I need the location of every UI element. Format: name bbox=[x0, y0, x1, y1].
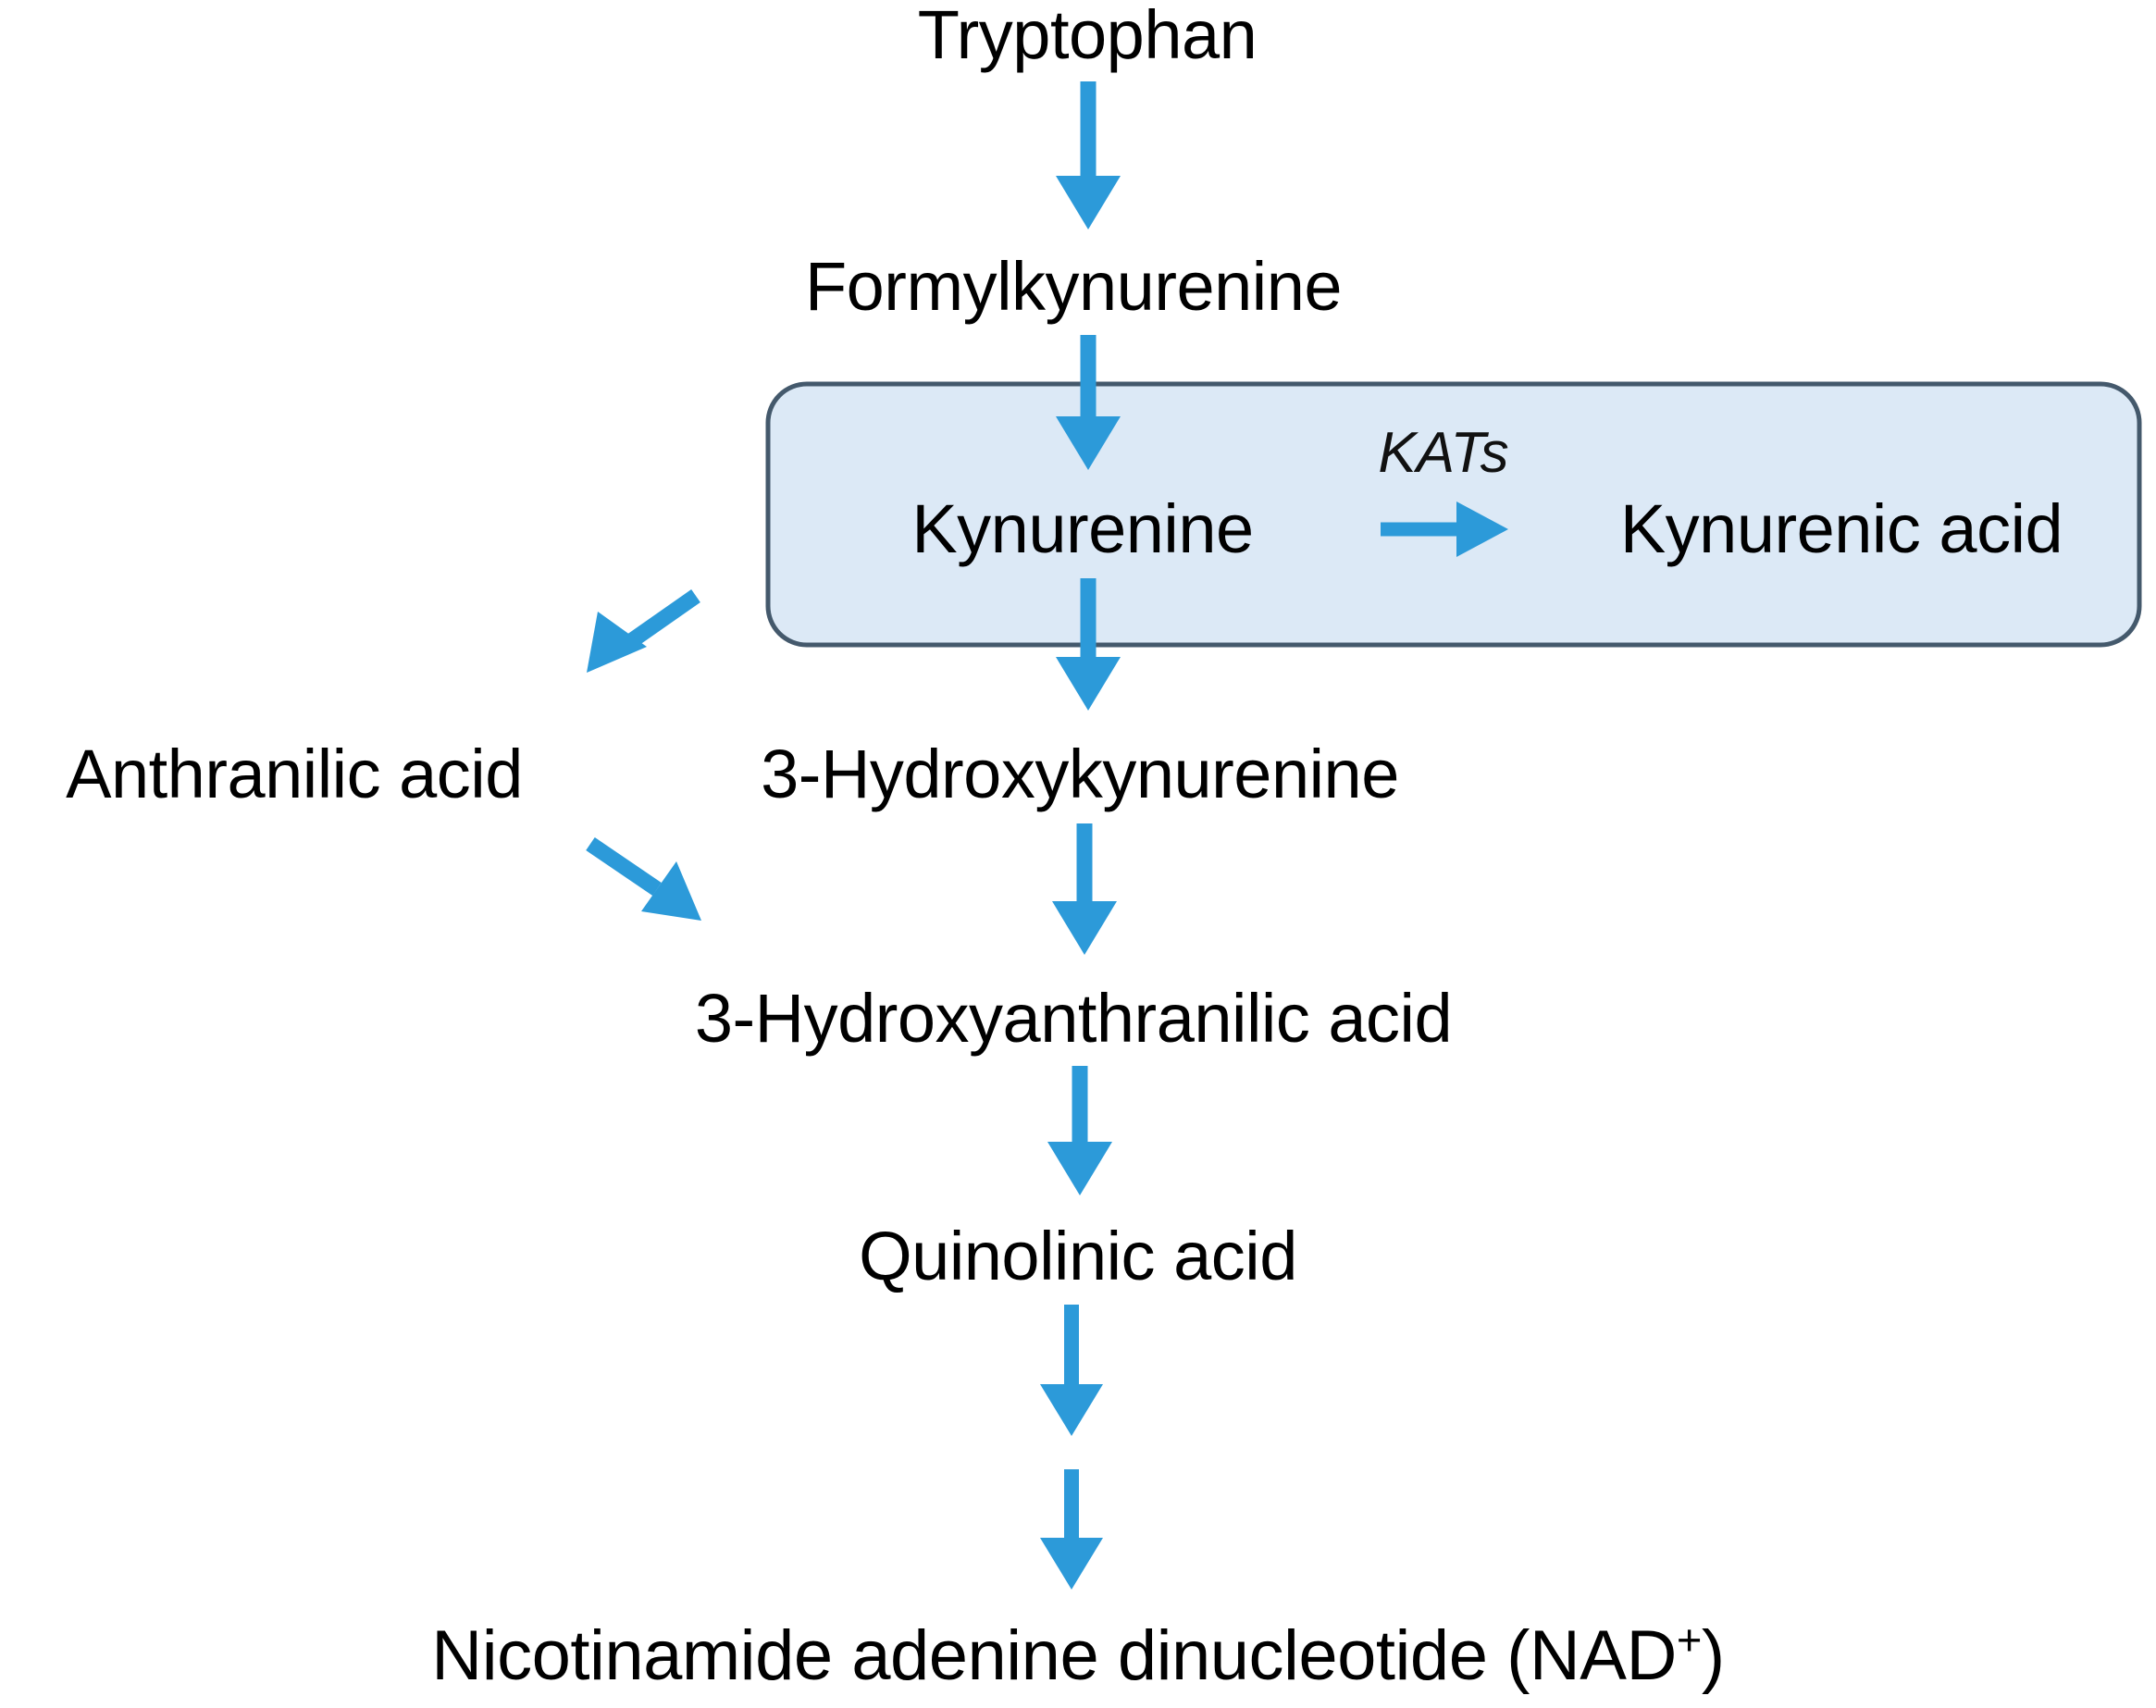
node-nad-closing-paren: ) bbox=[1701, 1616, 1725, 1695]
node-anthranilic-acid: Anthranilic acid bbox=[66, 736, 523, 812]
node-3-hydroxykynurenine: 3-Hydroxykynurenine bbox=[761, 736, 1399, 812]
arrow-3-hydroxykynurenine-to-3-hydroxyanthranilic-acid bbox=[1052, 823, 1117, 955]
node-quinolinic-acid: Quinolinic acid bbox=[859, 1218, 1297, 1294]
arrow-anthranilic-acid-to-3-hydroxyanthranilic-acid bbox=[586, 836, 701, 921]
node-nad: Nicotinamide adenine dinucleotide (NAD+) bbox=[431, 1618, 1725, 1691]
arrow-formylkynurenine-to-kynurenine bbox=[1056, 335, 1121, 470]
node-tryptophan: Tryptophan bbox=[917, 0, 1258, 73]
node-formylkynurenine: Formylkynurenine bbox=[804, 248, 1343, 325]
kat-reaction-box bbox=[765, 381, 2142, 648]
node-nad-main-text: Nicotinamide adenine dinucleotide (NAD bbox=[431, 1616, 1677, 1695]
arrow-quinolinic-acid-to-nad bbox=[1040, 1305, 1103, 1590]
arrow-kynurenine-to-anthranilic-acid bbox=[587, 589, 700, 673]
arrow-kynurenine-to-kynurenic-acid bbox=[1381, 501, 1508, 557]
node-3-hydroxyanthranilic-acid: 3-Hydroxyanthranilic acid bbox=[694, 980, 1453, 1057]
node-kynurenine: Kynurenine bbox=[911, 490, 1254, 567]
arrow-3-hydroxyanthranilic-acid-to-quinolinic-acid bbox=[1047, 1066, 1112, 1195]
node-nad-superscript-plus: + bbox=[1676, 1615, 1703, 1665]
node-kynurenic-acid: Kynurenic acid bbox=[1619, 490, 2063, 567]
arrow-kynurenine-to-3-hydroxykynurenine bbox=[1056, 578, 1121, 711]
enzyme-label-kats: KATs bbox=[1378, 421, 1509, 485]
arrow-tryptophan-to-formylkynurenine bbox=[1056, 81, 1121, 229]
